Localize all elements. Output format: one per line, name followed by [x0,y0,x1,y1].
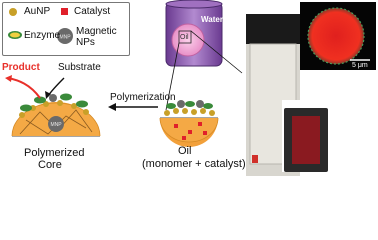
water-label: Water [201,15,223,24]
legend-icons: MNP [8,8,73,44]
zoom-box [178,30,192,44]
fluorescence-micrograph: 5 μm [300,2,376,70]
polymerization-label: Polymerization [110,92,176,103]
vial-illustration [165,0,223,67]
oil-label: Oil [178,145,192,157]
mnp-legend-badge: MNP [59,35,71,41]
polymerized-label: Polymerized [24,147,85,159]
catalyst-icon [61,8,68,15]
legend-enzyme: Enzyme [24,30,61,41]
legend-catalyst: Catalyst [74,6,111,17]
scheme-drawing: MNP 5 μm Water Oil [5,0,376,176]
legend-magnetic: Magnetic [76,26,117,37]
legend-nps: NPs [76,37,95,48]
zoom-line-top [190,30,243,74]
core-label: Core [38,159,62,171]
mnp-core-label: MNP [50,122,62,128]
zoom-line-bottom [165,42,180,111]
substrate-label: Substrate [58,62,101,73]
polymerized-core: MNP [11,93,101,137]
product-arrow [7,77,41,99]
mnp-legend-icon [57,28,73,44]
oil-droplet [159,100,219,147]
product-label: Product [2,62,40,73]
legend-box: MNP AuNP Catalyst Enzyme Magnetic NPs [2,2,130,56]
scale-label: 5 μm [352,62,368,69]
oil-composition-label: (monomer + catalyst) [142,158,246,170]
substrate-arrow [47,77,65,97]
legend-aunp: AuNP [24,6,51,17]
vial-photo [246,14,332,176]
oil-in-vial-label: Oil [180,34,189,41]
enzyme-icon [8,31,22,39]
aunp-icon [9,8,17,16]
polymerization-arrow [108,103,158,111]
oil-droplet-in-vial [171,23,205,57]
